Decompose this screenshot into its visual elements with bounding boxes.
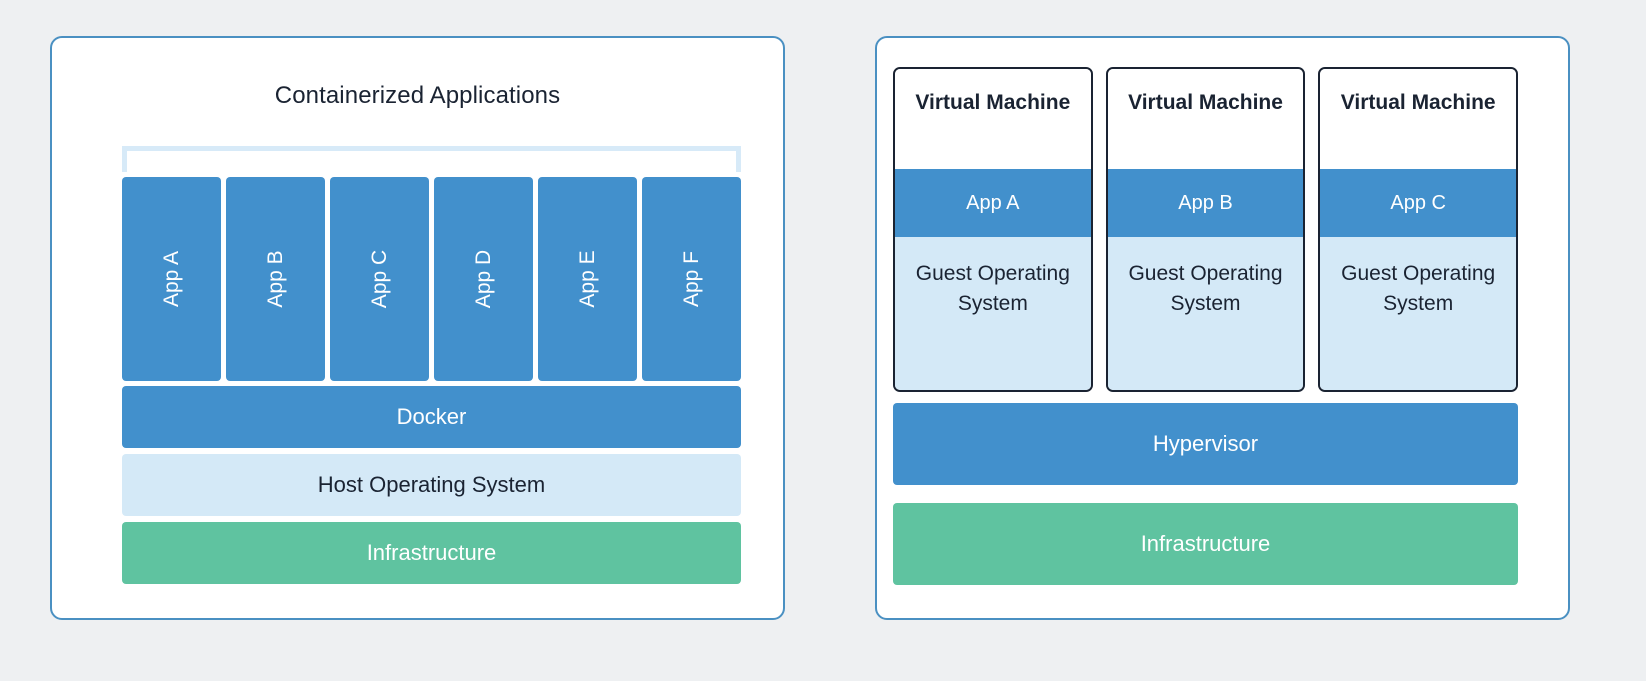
app-columns-row: App A App B App C App D App E App F <box>122 177 741 381</box>
vm-app-label: App A <box>895 169 1091 237</box>
vm-guest-os-label: Guest Operating System <box>1107 237 1304 390</box>
host-operating-system-layer[interactable]: Host Operating System <box>122 454 741 516</box>
vm-app-label: App B <box>1107 169 1304 237</box>
containers-panel: Containerized Applications App A App B A… <box>50 36 785 620</box>
app-column-label: App B <box>263 250 287 308</box>
page-title: Containerized Applications <box>274 82 561 109</box>
vm-guest-os-label: Guest Operating System <box>895 237 1091 390</box>
app-column-b[interactable]: App B <box>226 177 325 381</box>
app-column-label: App F <box>679 250 703 308</box>
vm-title: Virtual Machine <box>1320 69 1517 169</box>
vm-guest-os-label: Guest Operating System <box>1320 237 1517 390</box>
vm-title: Virtual Machine <box>1107 69 1304 169</box>
vm-box-3[interactable]: Virtual Machine App C Guest Operating Sy… <box>1318 67 1519 392</box>
app-column-f[interactable]: App F <box>642 177 741 381</box>
app-column-d[interactable]: App D <box>434 177 533 381</box>
app-column-a[interactable]: App A <box>122 177 221 381</box>
virtual-machines-panel: Virtual Machine App A Guest Operating Sy… <box>875 36 1570 620</box>
hypervisor-layer[interactable]: Hypervisor <box>893 403 1518 485</box>
app-column-label: App A <box>159 250 183 308</box>
app-column-label: App C <box>367 249 391 309</box>
infrastructure-layer-left[interactable]: Infrastructure <box>122 522 741 584</box>
docker-layer[interactable]: Docker <box>122 386 741 448</box>
vm-box-1[interactable]: Virtual Machine App A Guest Operating Sy… <box>893 67 1093 392</box>
app-column-c[interactable]: App C <box>330 177 429 381</box>
app-column-label: App E <box>575 250 599 308</box>
vm-app-label: App C <box>1320 169 1517 237</box>
infrastructure-layer-right[interactable]: Infrastructure <box>893 503 1518 585</box>
container-outline-box <box>122 146 741 172</box>
vm-title: Virtual Machine <box>895 69 1091 169</box>
vm-boxes-row: Virtual Machine App A Guest Operating Sy… <box>893 67 1519 392</box>
app-column-label: App D <box>471 249 495 309</box>
app-column-e[interactable]: App E <box>538 177 637 381</box>
vm-box-2[interactable]: Virtual Machine App B Guest Operating Sy… <box>1105 67 1306 392</box>
